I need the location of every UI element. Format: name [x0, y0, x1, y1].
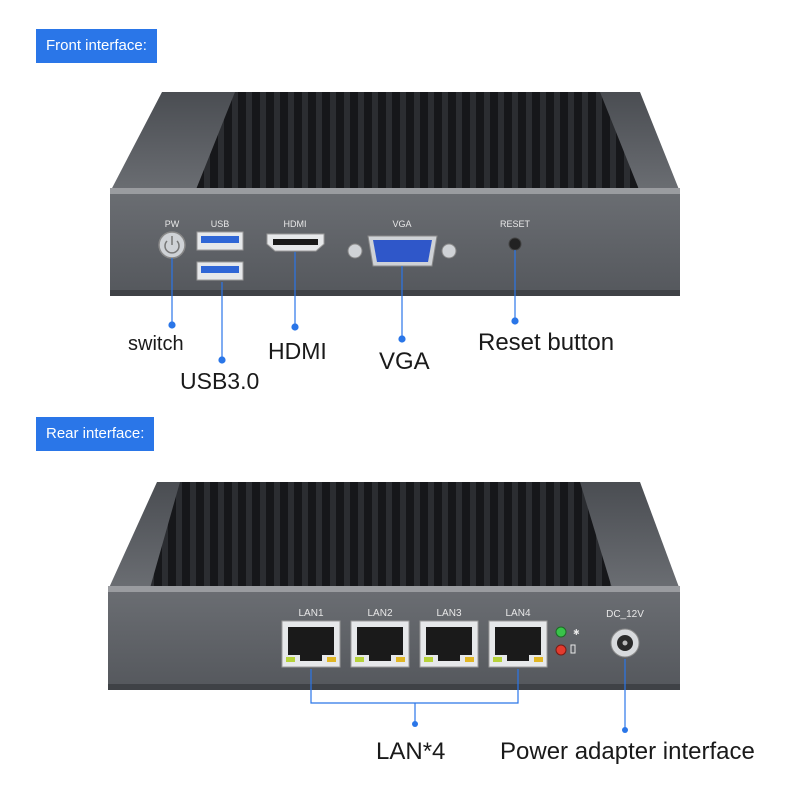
power-callout: Power adapter interface: [500, 738, 755, 765]
switch-callout: switch: [128, 333, 184, 355]
hdmi-port-icon: [266, 233, 325, 252]
usb-callout: USB3.0: [180, 368, 260, 394]
status-led-red-icon: [555, 644, 567, 656]
led-activity-glyph-icon: ✱: [573, 628, 580, 637]
pw-port-label: PW: [165, 219, 180, 229]
dc-jack-icon: [610, 628, 640, 658]
lan4-port-label: LAN4: [505, 608, 530, 619]
status-led-green-icon: [555, 626, 567, 638]
lan-callout: LAN*4: [376, 738, 446, 765]
front-leader-lines: [168, 250, 519, 364]
reset-port-label: RESET: [500, 219, 531, 229]
usb-port-icon: [196, 231, 244, 281]
rear-leader-lines: [310, 659, 626, 728]
vga-port-label: VGA: [392, 219, 411, 229]
led-storage-glyph-icon: [570, 644, 576, 654]
lan3-port-label: LAN3: [436, 608, 461, 619]
lan2-port-label: LAN2: [367, 608, 392, 619]
front-interface-label: Front interface:: [36, 29, 157, 63]
hdmi-callout: HDMI: [268, 338, 327, 364]
rear-heatsink-fins: [150, 482, 612, 588]
dc-port-label: DC_12V: [606, 609, 644, 620]
reset-callout: Reset button: [478, 329, 615, 356]
reset-button-icon[interactable]: [508, 237, 522, 251]
vga-port-icon: [347, 235, 457, 267]
vga-callout: VGA: [379, 348, 430, 375]
usb-port-label: USB: [211, 219, 230, 229]
lan1-port-label: LAN1: [298, 608, 323, 619]
rear-device: ✱ LAN1 LAN2 LAN3 LAN4 DC_12V: [108, 482, 680, 733]
rear-interface-label: Rear interface:: [36, 417, 155, 451]
front-device: PW USB HDMI VGA RESET: [110, 92, 680, 364]
lan-port-icon: [281, 620, 548, 668]
front-heatsink-fins: [195, 92, 640, 192]
hdmi-port-label: HDMI: [284, 219, 307, 229]
